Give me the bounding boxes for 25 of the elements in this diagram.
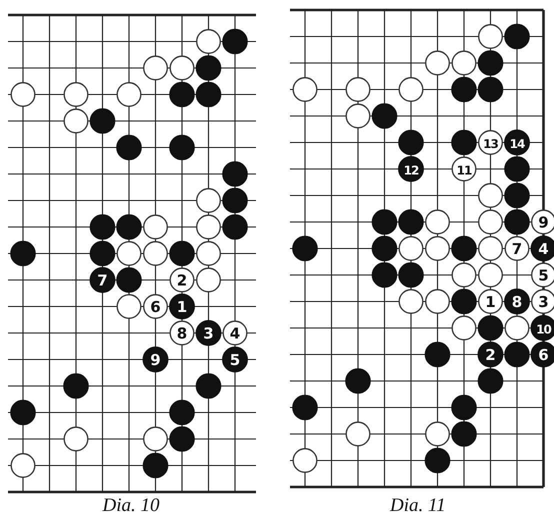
move-number: 8 xyxy=(176,324,188,342)
move-number: 12 xyxy=(404,164,418,178)
move-number: 8 xyxy=(512,293,522,311)
move-number: 14 xyxy=(510,137,524,151)
move-number: 4 xyxy=(538,240,549,258)
move-number: 7 xyxy=(512,240,522,258)
move-number: 3 xyxy=(203,324,214,342)
move-number: 10 xyxy=(536,322,551,336)
move-number: 5 xyxy=(538,266,549,284)
move-number: 11 xyxy=(456,164,472,178)
move-number: 4 xyxy=(230,324,240,342)
move-number: 13 xyxy=(483,137,498,151)
move-number: 9 xyxy=(150,351,161,369)
move-number: 1 xyxy=(485,293,496,311)
diagram-caption: Dia. 10 xyxy=(102,496,160,516)
move-number: 9 xyxy=(538,214,549,232)
move-number: 6 xyxy=(538,346,549,364)
diagram-caption: Dia. 11 xyxy=(390,496,446,516)
move-number: 5 xyxy=(230,351,240,369)
move-number: 2 xyxy=(176,272,188,290)
move-number: 7 xyxy=(97,272,108,290)
move-number: 2 xyxy=(485,346,496,364)
move-number: 3 xyxy=(538,293,549,311)
move-number: 6 xyxy=(150,298,161,316)
move-number: 1 xyxy=(176,298,188,316)
